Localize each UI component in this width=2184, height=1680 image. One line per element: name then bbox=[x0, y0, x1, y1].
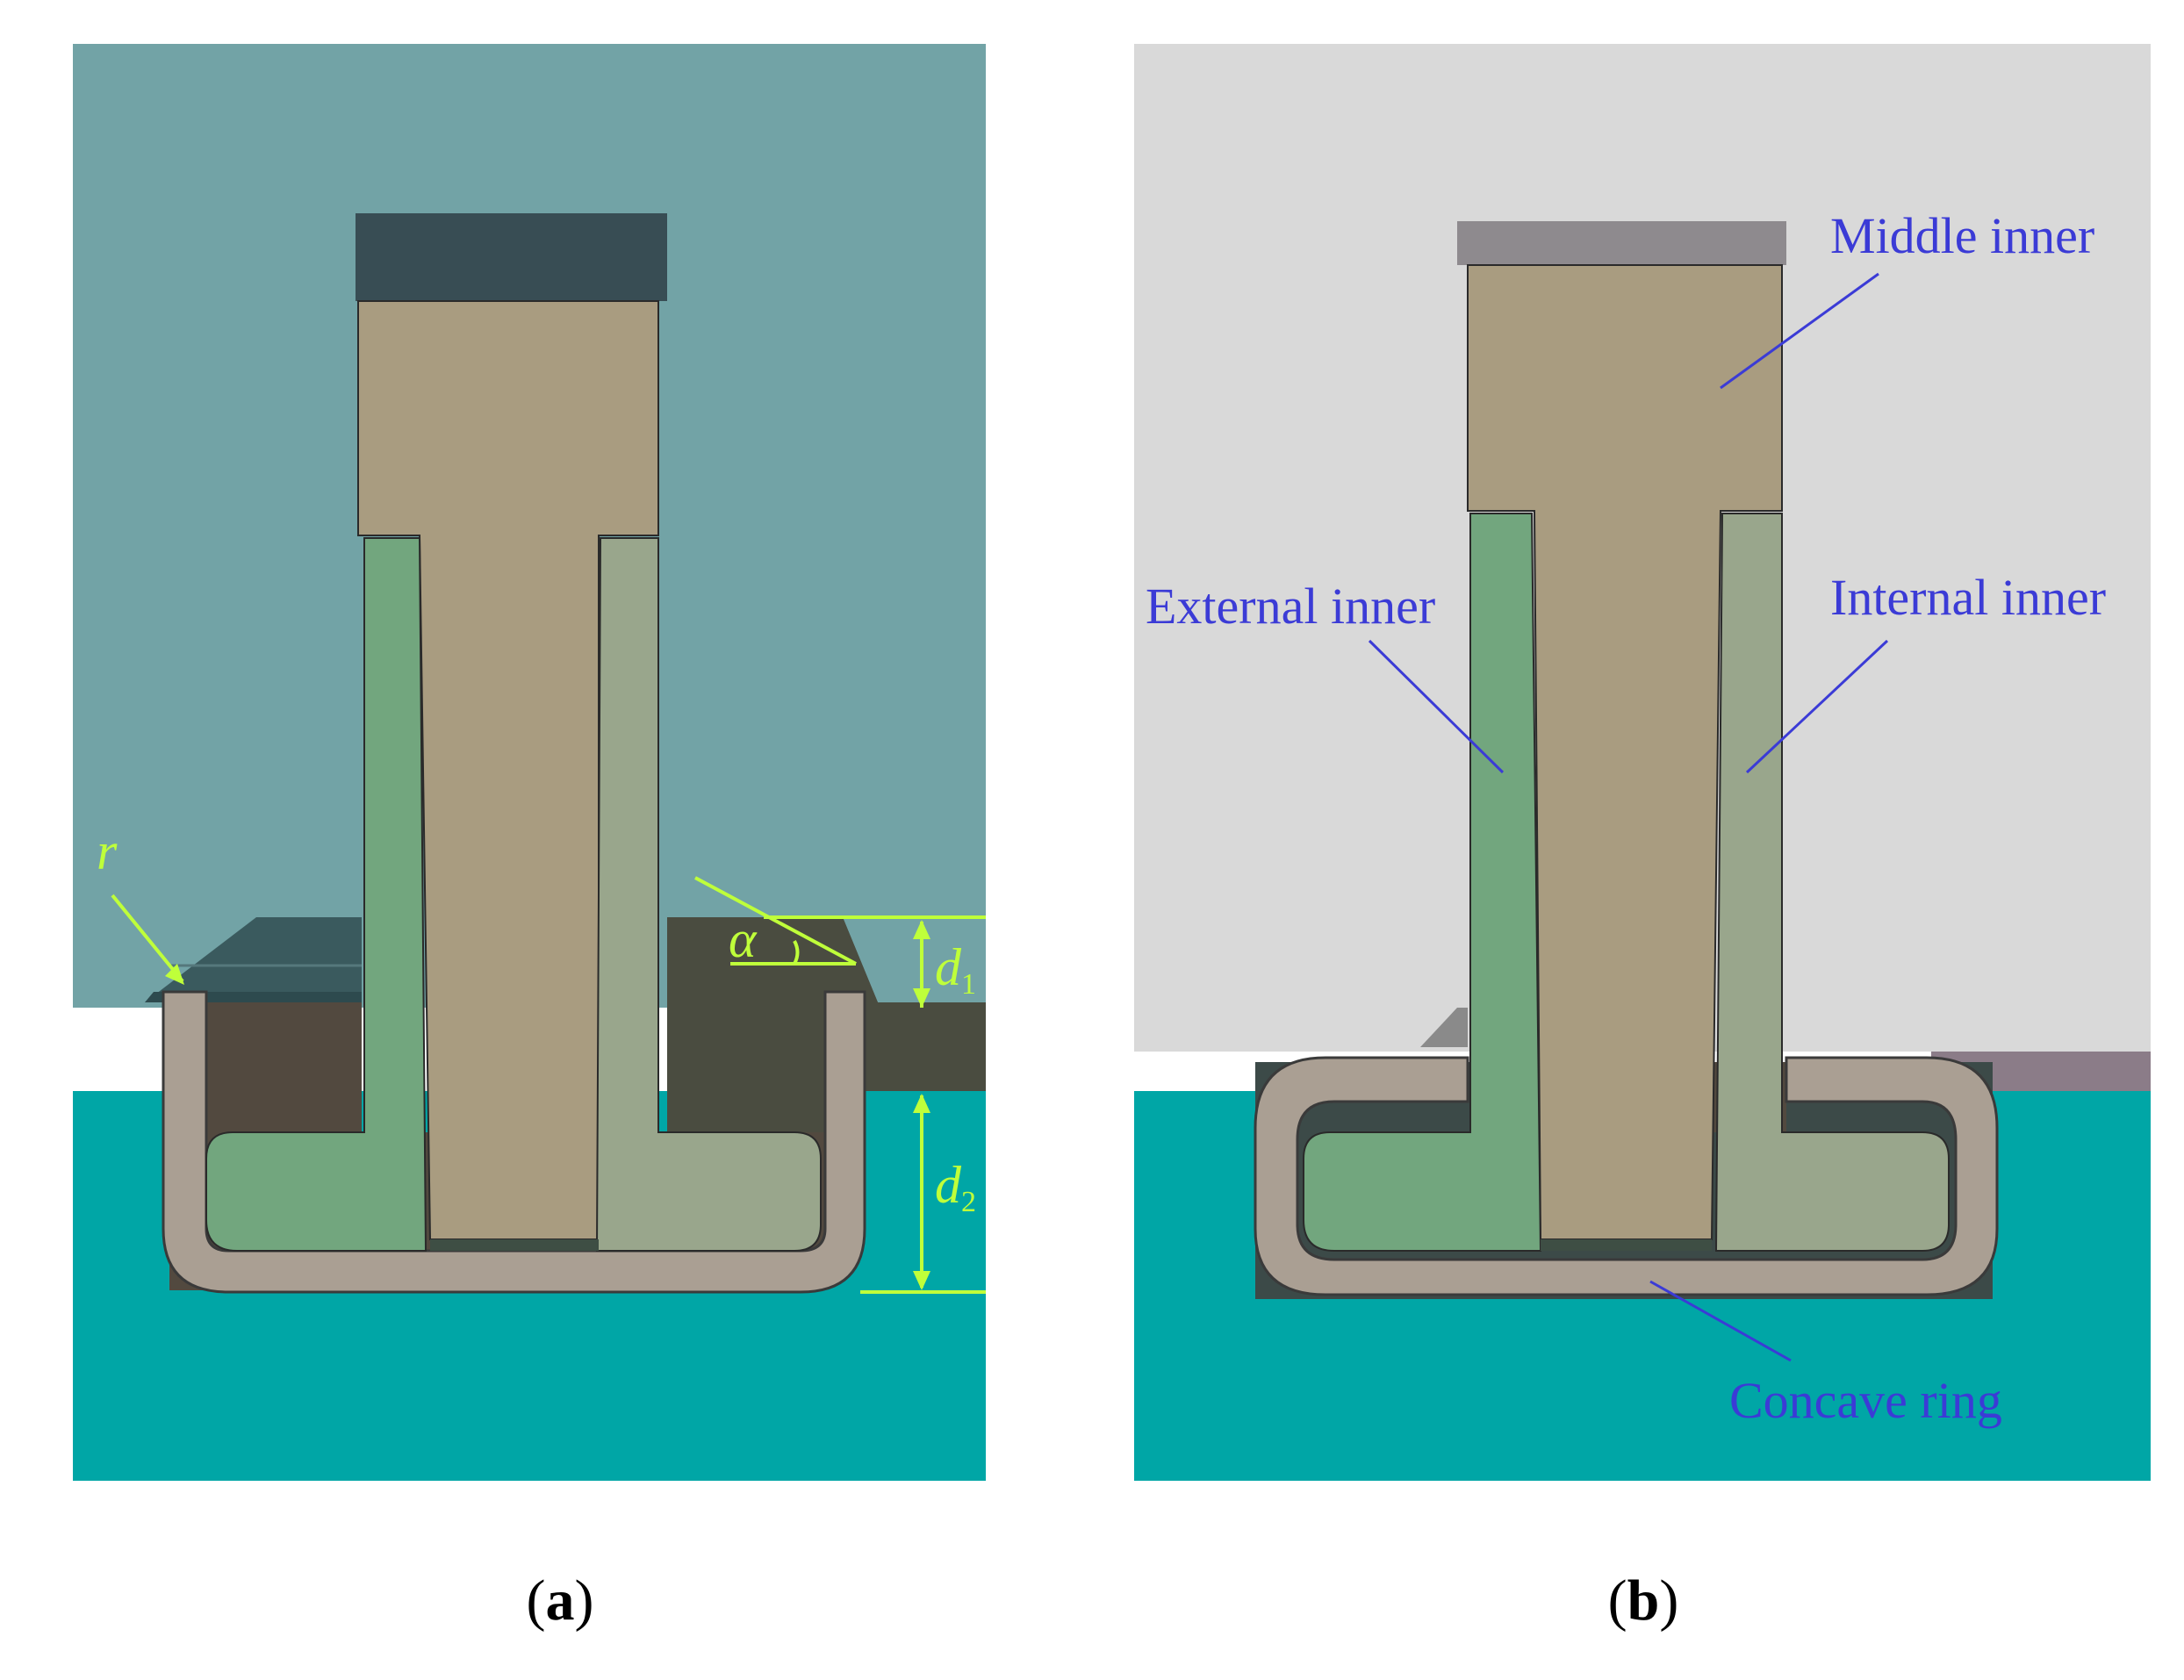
panel-b: Middle inner External inner Internal inn… bbox=[1134, 44, 2151, 1633]
gap-strip-a bbox=[73, 1008, 169, 1091]
d2-label: d2 bbox=[935, 1156, 976, 1218]
external-inner-a bbox=[205, 537, 427, 1252]
radius-label: r bbox=[97, 822, 118, 880]
leader-lines bbox=[1368, 272, 1889, 1362]
internal-inner-a bbox=[595, 537, 822, 1252]
angle-label: α bbox=[729, 910, 758, 968]
panel-a: r α d1 d2 (a) bbox=[73, 44, 986, 1633]
concave-ring-b bbox=[1254, 1056, 1999, 1296]
punch-top-b bbox=[1457, 221, 1786, 265]
flange-left-a bbox=[145, 917, 362, 1002]
internal-inner-b bbox=[1714, 513, 1950, 1252]
punch-top-a bbox=[356, 213, 667, 301]
middle-inner-label: Middle inner bbox=[1830, 207, 2094, 264]
caption-b: (b) bbox=[1608, 1569, 1679, 1633]
external-inner-label: External inner bbox=[1146, 578, 1435, 635]
concave-ring-label: Concave ring bbox=[1729, 1372, 2002, 1429]
d1-label: d1 bbox=[935, 938, 976, 1001]
caption-a: (a) bbox=[527, 1569, 594, 1633]
internal-inner-label: Internal inner bbox=[1830, 569, 2106, 626]
concave-ring-a bbox=[162, 990, 866, 1294]
external-inner-b bbox=[1303, 513, 1542, 1252]
